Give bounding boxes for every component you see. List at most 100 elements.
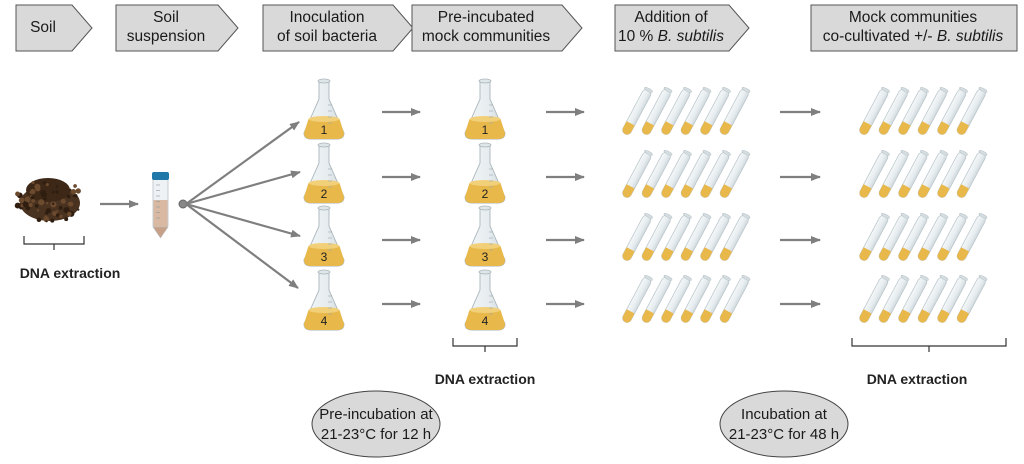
brace-pre-incubated — [452, 338, 518, 347]
flask-number: 4 — [482, 314, 489, 328]
test-tube-addition-row3-6 — [719, 213, 751, 261]
test-tube-addition-row3-3 — [661, 213, 692, 261]
test-tube-addition-row4-2 — [641, 275, 673, 323]
test-tube-co-cultivated-row4-6 — [956, 275, 988, 323]
test-tube-addition-row3-2 — [641, 213, 673, 261]
incubation-ellipse — [719, 390, 849, 458]
test-tube-co-cultivated-row2-4 — [917, 150, 949, 198]
test-tube-addition-row2-5 — [700, 150, 731, 198]
dna-extraction-label-pre-incubated: DNA extraction — [434, 371, 536, 387]
pre-incubation-line2: 21-23°C for 12 h — [320, 426, 432, 443]
step-label-line2: of soil bacteria — [277, 28, 377, 45]
step-label-line2: mock communities — [421, 28, 551, 45]
flask-pre-incubated-3: 3 — [464, 205, 506, 267]
test-tube-addition-row4-6 — [719, 275, 751, 323]
test-tube-addition-row2-4 — [680, 150, 712, 198]
flask-inoculation-4: 4 — [303, 269, 345, 331]
test-tube-co-cultivated-row4-1 — [859, 275, 890, 323]
test-tube-addition-row2-6 — [719, 150, 751, 198]
dna-extraction-label-co-cultivated: DNA extraction — [866, 371, 968, 387]
test-tube-co-cultivated-row3-5 — [937, 213, 968, 261]
test-tube-co-cultivated-row2-2 — [878, 150, 910, 198]
test-tube-co-cultivated-row1-6 — [956, 87, 988, 135]
step-label-line1: Soil — [153, 9, 179, 26]
test-tube-addition-row4-3 — [661, 275, 692, 323]
step-inoculation: Inoculation of soil bacteria — [263, 6, 391, 48]
test-tube-addition-row1-6 — [719, 87, 751, 135]
test-tube-addition-row1-3 — [661, 87, 692, 135]
test-tube-co-cultivated-row1-1 — [859, 87, 890, 135]
test-tube-addition-row1-1 — [622, 87, 653, 135]
test-tube-co-cultivated-row2-6 — [956, 150, 988, 198]
test-tube-addition-row2-2 — [641, 150, 673, 198]
arrow-branch-1 — [185, 121, 300, 205]
soil-sample-icon — [14, 178, 81, 223]
step-label-line1: Inoculation — [289, 9, 365, 26]
arrow-branch-2 — [185, 170, 301, 206]
branch-node — [178, 199, 188, 209]
step-label-line1: Addition of — [634, 9, 708, 26]
test-tube-addition-row3-4 — [680, 213, 712, 261]
pre-incubation-line1: Pre-incubation at — [319, 406, 433, 423]
test-tube-addition-row4-1 — [622, 275, 653, 323]
test-tube-addition-row2-3 — [661, 150, 692, 198]
test-tube-co-cultivated-row1-3 — [898, 87, 929, 135]
arrow-branch-4 — [185, 203, 299, 289]
pre-incubation-ellipse — [311, 390, 441, 458]
test-tube-co-cultivated-row4-2 — [878, 275, 910, 323]
test-tube-co-cultivated-row3-4 — [917, 213, 949, 261]
test-tube-co-cultivated-row1-2 — [878, 87, 910, 135]
dna-extraction-label-soil: DNA extraction — [19, 265, 121, 281]
test-tube-addition-row1-4 — [680, 87, 712, 135]
test-tube-co-cultivated-row3-6 — [956, 213, 988, 261]
step-soil-label: Soil — [30, 18, 56, 36]
test-tube-co-cultivated-row2-5 — [937, 150, 968, 198]
test-tube-co-cultivated-row1-5 — [937, 87, 968, 135]
flask-number: 1 — [482, 123, 489, 137]
flask-number: 3 — [321, 250, 328, 264]
test-tube-addition-row4-5 — [700, 275, 731, 323]
test-tube-co-cultivated-row2-1 — [859, 150, 890, 198]
incubation-line2: 21-23°C for 48 h — [728, 426, 840, 443]
step-co-cultivated: Mock communities co-cultivated +/- B. su… — [811, 6, 1015, 48]
step-box-pre-incubated — [411, 4, 583, 52]
flask-inoculation-3: 3 — [303, 205, 345, 267]
step-label-line2: 10 % B. subtilis — [618, 28, 724, 45]
step-addition: Addition of 10 % B. subtilis — [615, 6, 727, 48]
test-tube-addition-row3-5 — [700, 213, 731, 261]
test-tube-addition-row2-1 — [622, 150, 653, 198]
incubation-line1: Incubation at — [741, 406, 827, 423]
step-soil-suspension: Soil suspension — [116, 6, 216, 48]
flask-inoculation-1: 1 — [303, 78, 345, 140]
test-tube-co-cultivated-row3-3 — [898, 213, 929, 261]
test-tube-addition-row3-1 — [622, 213, 653, 261]
step-soil: Soil — [16, 8, 70, 46]
step-label-line2: co-cultivated +/- B. subtilis — [822, 28, 1004, 45]
flask-number: 3 — [482, 250, 489, 264]
test-tube-co-cultivated-row4-4 — [917, 275, 949, 323]
step-label-line2: suspension — [126, 28, 206, 45]
step-box-soil — [15, 4, 93, 52]
step-label-line1: Mock communities — [848, 9, 978, 26]
step-box-co-cultivated — [810, 4, 1018, 52]
flask-number: 2 — [321, 187, 328, 201]
flask-pre-incubated-1: 1 — [464, 78, 506, 140]
flask-number: 1 — [321, 123, 328, 137]
flask-number: 2 — [482, 187, 489, 201]
test-tube-addition-row4-4 — [680, 275, 712, 323]
step-label-line1: Pre-incubated — [437, 9, 535, 26]
falcon-tube-icon — [152, 172, 169, 239]
test-tube-co-cultivated-row1-4 — [917, 87, 949, 135]
brace-soil — [23, 236, 85, 245]
step-pre-incubated: Pre-incubated mock communities — [412, 6, 560, 48]
pre-incubation-condition: Pre-incubation at 21-23°C for 12 h — [312, 400, 440, 450]
step-box-soil-suspension — [115, 4, 239, 52]
incubation-condition: Incubation at 21-23°C for 48 h — [720, 400, 848, 450]
step-box-addition — [614, 4, 750, 52]
step-box-inoculation — [262, 4, 414, 52]
test-tube-co-cultivated-row2-3 — [898, 150, 929, 198]
flask-pre-incubated-2: 2 — [464, 142, 506, 204]
test-tube-co-cultivated-row4-5 — [937, 275, 968, 323]
flask-number: 4 — [321, 314, 328, 328]
